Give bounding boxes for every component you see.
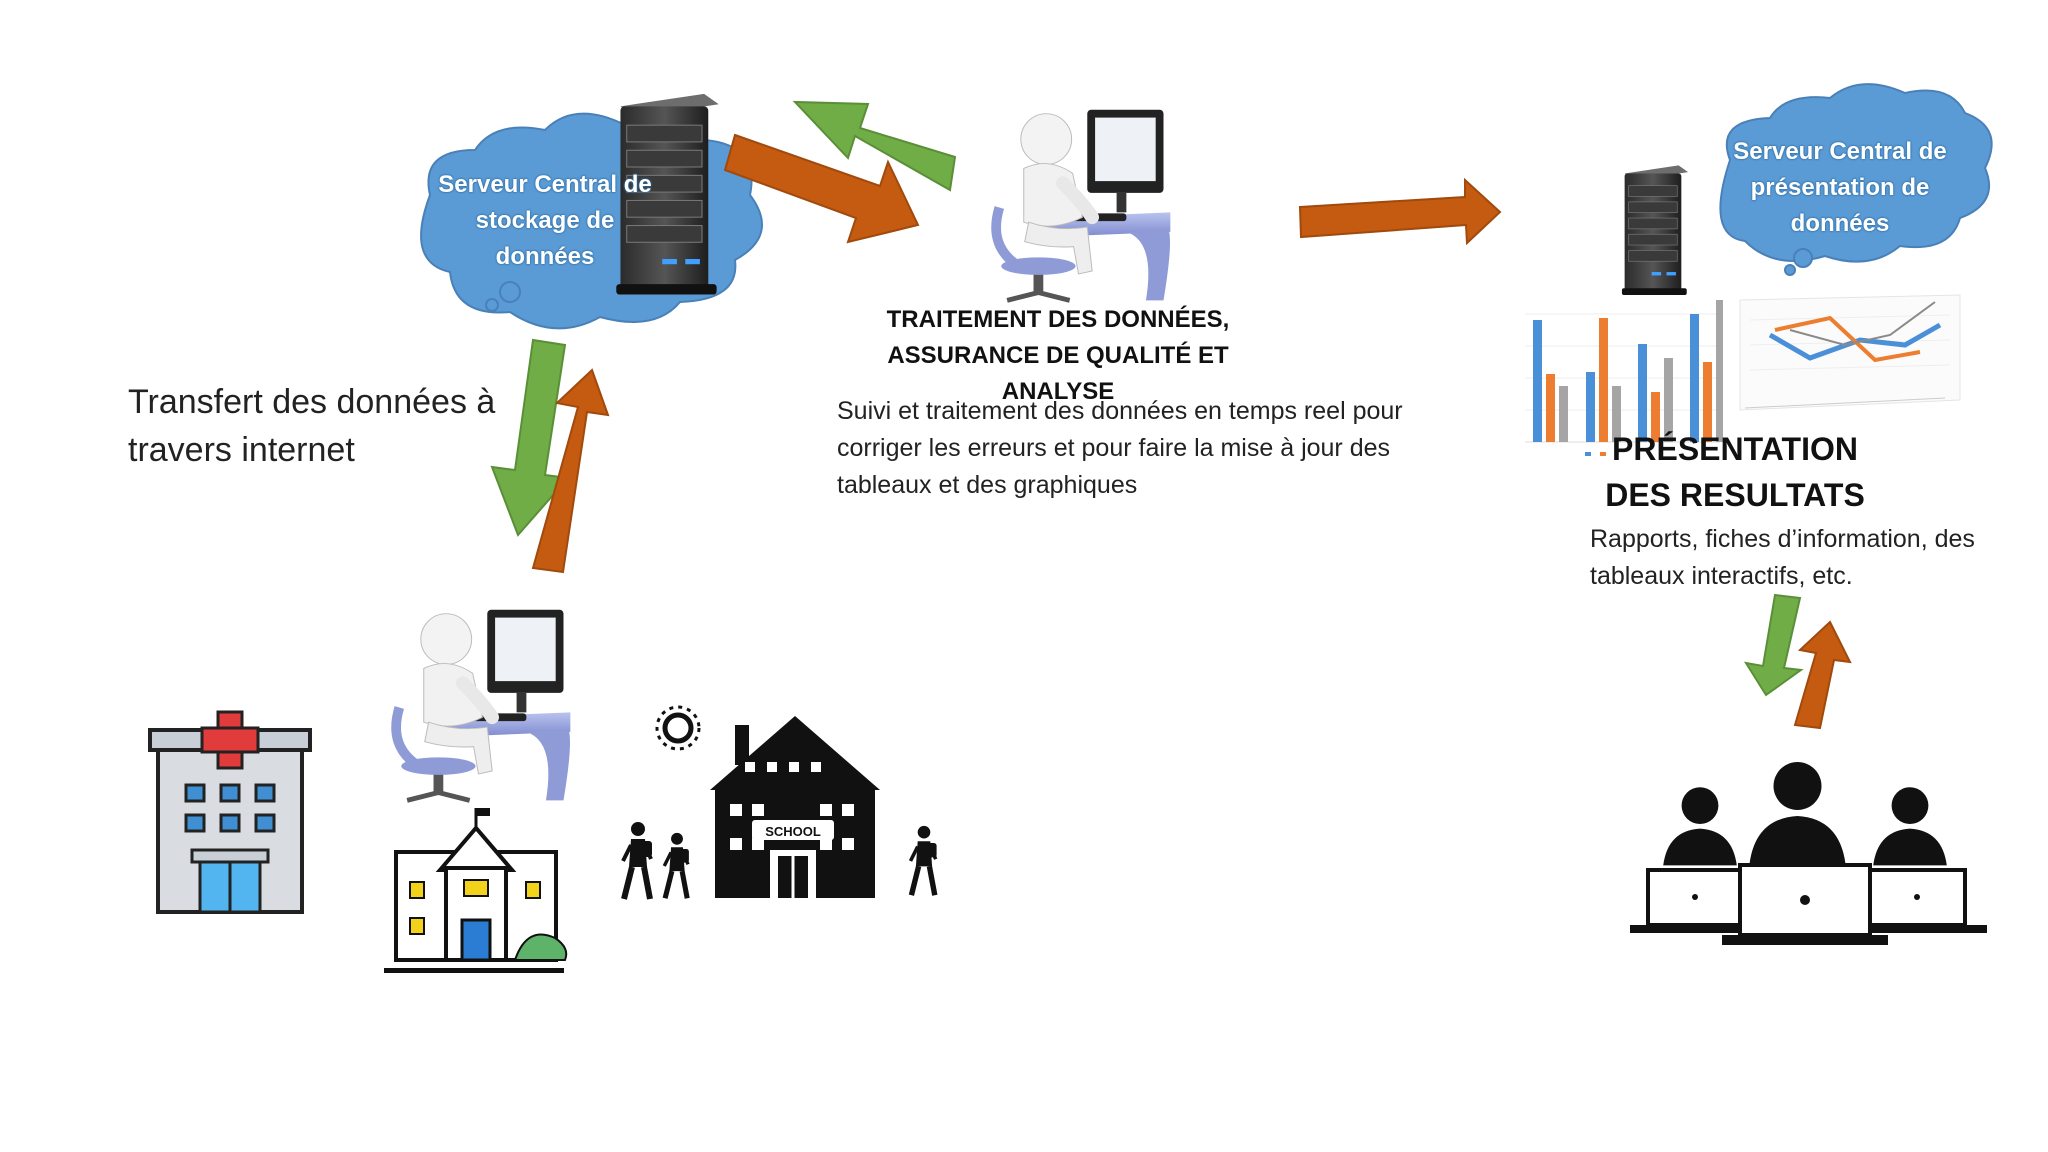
presentation-title: PRÉSENTATION DES RESULTATS (1605, 431, 1865, 513)
processing-title: TRAITEMENT DES DONNÉES, ASSURANCE DE QUA… (886, 306, 1230, 405)
presentation-cloud (1719, 83, 1993, 276)
transfer-label: Transfert des données à travers internet (128, 383, 496, 469)
presentation-server-icon (1621, 164, 1689, 295)
house-icon (384, 808, 568, 973)
results-up-arrow (1793, 620, 1852, 730)
storage-server-label: Serveur Central de stockage de données (438, 171, 652, 270)
bar-chart-icon (1510, 300, 1725, 456)
transfer-down-arrow (490, 338, 570, 537)
publish-arrow (1298, 177, 1502, 246)
results-down-arrow (1743, 593, 1804, 697)
presentation-server-label: Serveur Central de présentation de donné… (1733, 138, 1947, 237)
transfer-up-arrow (531, 368, 610, 574)
school-sign: SCHOOL (765, 824, 821, 839)
analyst-user-at-computer-icon (996, 110, 1170, 301)
line-chart-icon (1739, 294, 1961, 411)
school-icon: SCHOOL (655, 705, 880, 898)
processing-description: Suivi et traitement des données en temps… (837, 397, 1403, 499)
field-user-at-computer-icon (396, 610, 570, 801)
presentation-description: Rapports, fiches d’information, des tabl… (1590, 525, 1975, 590)
upload-arrow (723, 133, 920, 244)
users-with-laptops-icon (1630, 762, 1987, 945)
hospital-icon (148, 710, 312, 914)
download-arrow (792, 100, 957, 192)
